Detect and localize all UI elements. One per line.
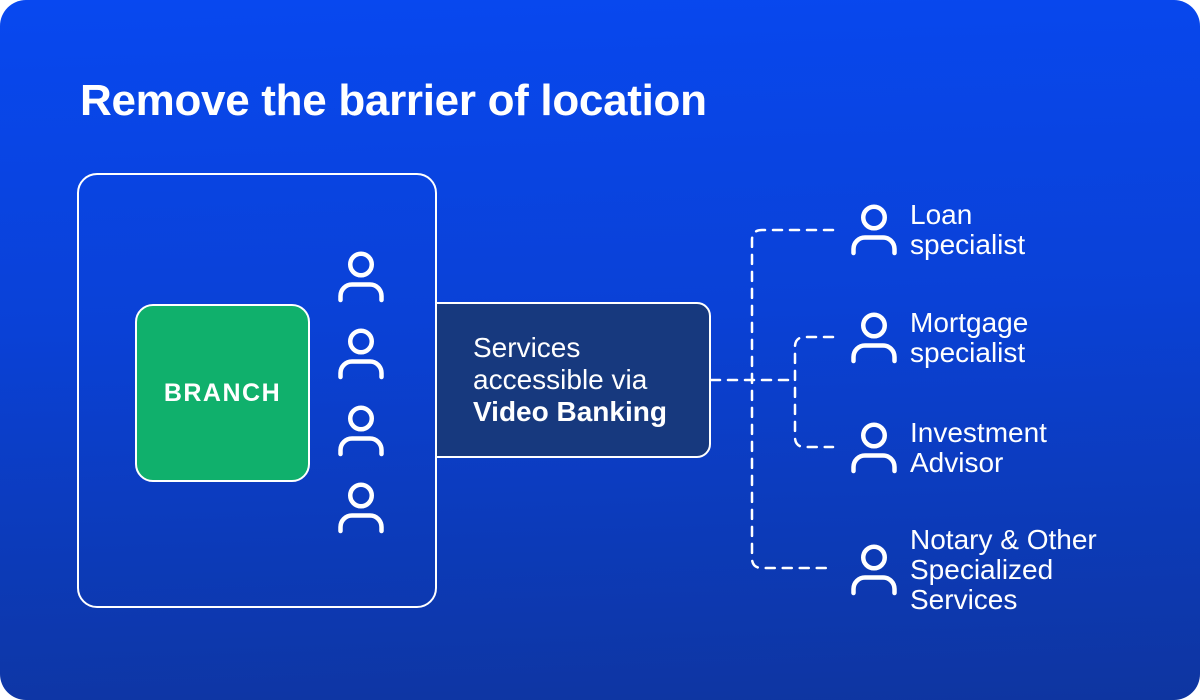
branch-box: BRANCH xyxy=(135,304,310,482)
dashed-connector-lines xyxy=(709,228,835,570)
services-box-line3: Video Banking xyxy=(473,396,667,427)
specialist-item-loan: Loan specialist xyxy=(851,200,1025,260)
branch-staff-column xyxy=(338,251,384,534)
branch-label: BRANCH xyxy=(163,378,282,407)
person-icon xyxy=(338,251,384,303)
person-icon xyxy=(338,405,384,457)
services-box-line1: Services xyxy=(473,332,581,363)
specialist-item-mortgage: Mortgage specialist xyxy=(851,308,1028,368)
specialist-item-investment: Investment Advisor xyxy=(851,418,1047,478)
services-box-line2: accessible via xyxy=(473,364,648,395)
person-icon xyxy=(851,204,897,256)
person-icon xyxy=(851,544,897,596)
branch-building-outline: BRANCH xyxy=(77,173,437,608)
connector-outer xyxy=(750,228,835,570)
page-title: Remove the barrier of location xyxy=(80,76,707,125)
specialist-label: Loan specialist xyxy=(910,199,1026,260)
specialist-label: Notary & Other Specialized Services xyxy=(910,524,1097,615)
connector-inner xyxy=(793,335,835,449)
person-icon xyxy=(338,328,384,380)
specialist-label: Mortgage specialist xyxy=(910,307,1029,368)
specialist-label: Investment Advisor xyxy=(910,417,1047,478)
person-icon xyxy=(851,422,897,474)
person-icon xyxy=(851,312,897,364)
services-box: Services accessible via Video Banking xyxy=(435,302,711,458)
specialist-item-notary: Notary & Other Specialized Services xyxy=(851,525,1097,615)
person-icon xyxy=(338,482,384,534)
